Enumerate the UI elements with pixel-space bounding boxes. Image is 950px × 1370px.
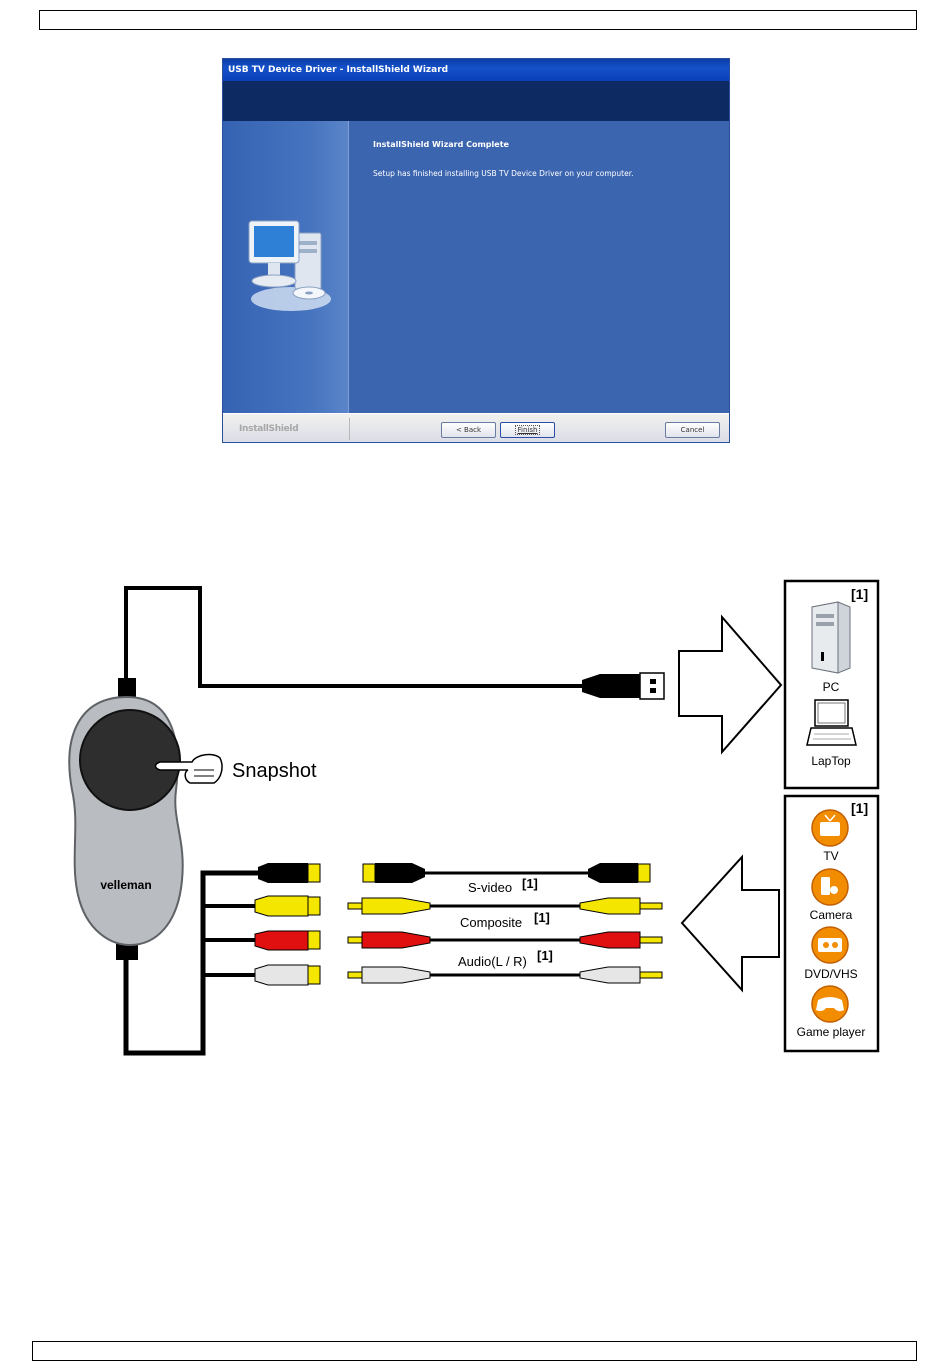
audio-red-cable — [348, 932, 662, 948]
laptop-label: LapTop — [811, 754, 851, 768]
camera-icon — [812, 869, 848, 905]
usb-plug — [582, 673, 664, 699]
tv-label: TV — [823, 849, 838, 863]
page-footer-frame — [32, 1341, 917, 1361]
device-composite-plug — [255, 896, 320, 916]
snapshot-label: Snapshot — [232, 760, 317, 782]
camera-label: Camera — [810, 908, 853, 922]
composite-label: Composite — [460, 915, 522, 930]
sources-ref: [1] — [851, 800, 868, 816]
tv-icon — [812, 810, 848, 846]
output-arrow — [679, 617, 781, 752]
svideo-label: S-video — [468, 880, 512, 895]
usb-capture-device — [69, 678, 182, 960]
device-audio-white-plug — [255, 965, 320, 985]
device-audio-red-plug — [255, 931, 320, 950]
device-brand: velleman — [100, 878, 151, 892]
input-arrow — [682, 857, 779, 990]
audio-white-cable — [348, 967, 662, 983]
audio-label: Audio(L / R) — [458, 954, 527, 969]
device-svideo-plug — [258, 863, 320, 883]
pc-tower-icon — [812, 602, 850, 673]
dvd-vhs-icon — [812, 927, 848, 963]
composite-cable — [348, 898, 662, 914]
computers-ref: [1] — [851, 586, 868, 602]
game-player-icon — [812, 986, 848, 1022]
svideo-ref: [1] — [522, 876, 538, 891]
usb-cable — [126, 588, 585, 686]
game-player-label: Game player — [797, 1025, 866, 1039]
laptop-icon — [807, 700, 856, 745]
audio-ref: [1] — [537, 948, 553, 963]
dvd-vhs-label: DVD/VHS — [804, 967, 857, 981]
pc-label: PC — [823, 680, 840, 694]
composite-ref: [1] — [534, 910, 550, 925]
